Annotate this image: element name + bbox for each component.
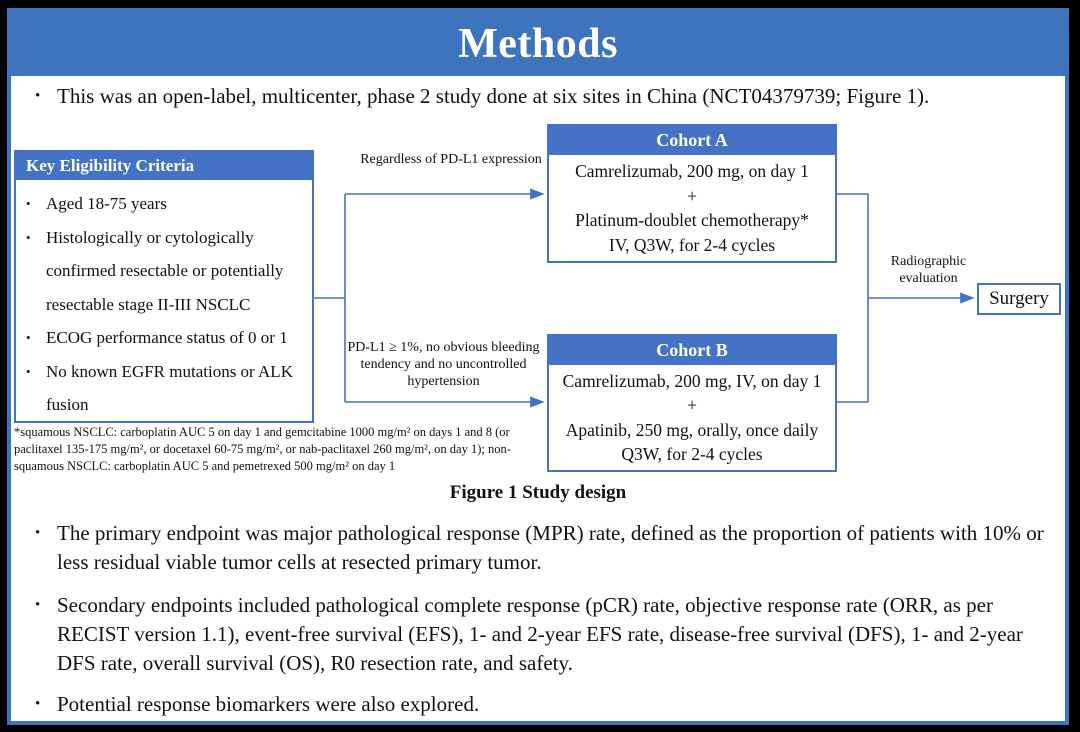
endpoint-bullets: • The primary endpoint was major patholo… xyxy=(11,519,1065,719)
cohort-b-box: Cohort B Camrelizumab, 200 mg, IV, on da… xyxy=(547,334,837,472)
bullet-icon: • xyxy=(35,525,41,541)
cohort-b-line: + xyxy=(687,395,697,416)
slide-content: • This was an open-label, multicenter, p… xyxy=(11,82,1065,727)
figure-caption: Figure 1 Study design xyxy=(449,482,627,503)
bullet-text: Secondary endpoints included pathologica… xyxy=(57,593,1023,675)
bullet-text: The primary endpoint was major pathologi… xyxy=(57,521,1044,574)
cohort-a-line: Camrelizumab, 200 mg, on day 1 xyxy=(575,160,809,181)
cohort-a-header: Cohort A xyxy=(549,126,835,155)
eligibility-item: Aged 18-75 years xyxy=(22,187,308,221)
page-title: Methods xyxy=(458,21,618,67)
eligibility-item: Histologically or cytologically confirme… xyxy=(22,221,308,322)
cohort-b-line: Q3W, for 2-4 cycles xyxy=(621,444,763,465)
cohort-a-line: IV, Q3W, for 2-4 cycles xyxy=(608,235,776,256)
cohort-a-line: + xyxy=(687,185,697,206)
bullet-text: Potential response biomarkers were also … xyxy=(57,692,480,716)
eligibility-item: No known EGFR mutations or ALK fusion xyxy=(22,355,308,422)
intro-bullet: • This was an open-label, multicenter, p… xyxy=(35,82,1047,111)
figure-footnote: *squamous NSCLC: carboplatin AUC 5 on da… xyxy=(14,425,511,473)
bullet-icon: • xyxy=(35,597,41,613)
bullet-icon: • xyxy=(35,88,41,104)
eligibility-list: Aged 18-75 years Histologically or cytol… xyxy=(22,187,308,422)
flow-connectors xyxy=(314,188,975,408)
eligibility-box: Key Eligibility Criteria Aged 18-75 year… xyxy=(14,150,314,423)
bullet-item: • Secondary endpoints included pathologi… xyxy=(35,591,1047,678)
branch-label-top: Regardless of PD-L1 expression xyxy=(360,152,542,167)
cohort-b-header: Cohort B xyxy=(549,336,835,365)
cohort-a-body: Camrelizumab, 200 mg, on day 1 + Platinu… xyxy=(549,155,835,261)
cohort-b-line: Apatinib, 250 mg, orally, once daily xyxy=(565,419,819,440)
title-bar: Methods xyxy=(11,12,1065,76)
bullet-item: • The primary endpoint was major patholo… xyxy=(35,519,1047,577)
cohort-a-line: Platinum-doublet chemotherapy* xyxy=(575,210,809,231)
cohort-a-box: Cohort A Camrelizumab, 200 mg, on day 1 … xyxy=(547,124,837,263)
cohort-b-line: Camrelizumab, 200 mg, IV, on day 1 xyxy=(562,370,822,391)
study-design-figure: Key Eligibility Criteria Aged 18-75 year… xyxy=(11,115,1065,477)
slide-frame: Methods • This was an open-label, multic… xyxy=(7,8,1069,725)
eligibility-header: Key Eligibility Criteria xyxy=(16,152,312,180)
cohort-b-body: Camrelizumab, 200 mg, IV, on day 1 + Apa… xyxy=(549,365,835,470)
surgery-box: Surgery xyxy=(977,283,1061,315)
eligibility-item: ECOG performance status of 0 or 1 xyxy=(22,321,308,355)
bullet-item: • Potential response biomarkers were als… xyxy=(35,690,1047,719)
evaluation-label: Radiographic evaluation xyxy=(890,254,967,286)
branch-label-bottom: PD-L1 ≥ 1%, no obvious bleeding tendency… xyxy=(347,340,540,389)
bullet-icon: • xyxy=(35,696,41,712)
intro-bullet-text: This was an open-label, multicenter, pha… xyxy=(57,84,930,108)
